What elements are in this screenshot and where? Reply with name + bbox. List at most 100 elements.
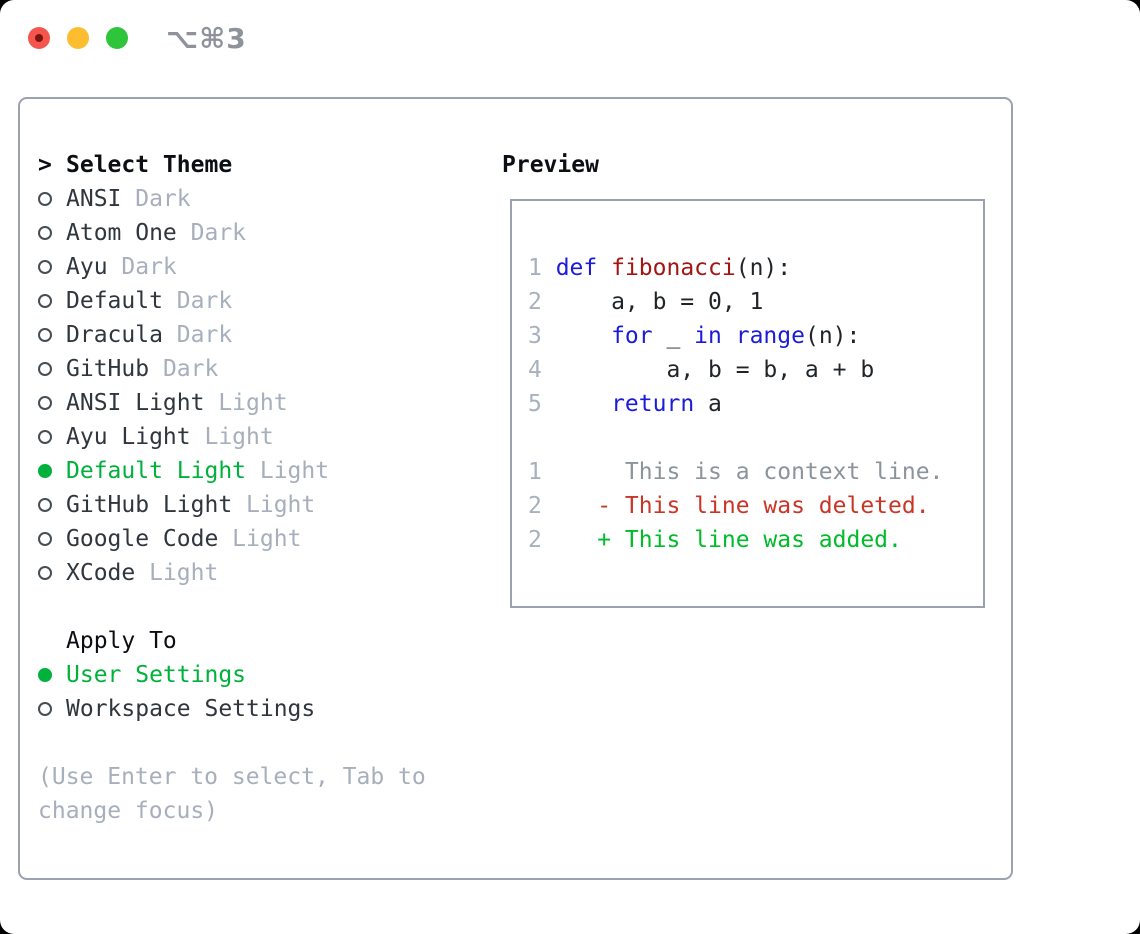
theme-name: Google Code bbox=[66, 526, 219, 552]
theme-name: GitHub Light bbox=[66, 492, 233, 518]
line-number: 4 bbox=[528, 357, 542, 383]
theme-name: Dracula bbox=[66, 322, 163, 348]
theme-option-ansi-light-light[interactable]: ANSI Light Light bbox=[38, 386, 498, 420]
code-line: 1 def fibonacci(n): bbox=[528, 251, 943, 285]
line-number: 3 bbox=[528, 323, 542, 349]
radio-icon bbox=[38, 430, 52, 444]
theme-option-default-dark[interactable]: Default Dark bbox=[38, 284, 498, 318]
maximize-button[interactable] bbox=[106, 27, 128, 49]
theme-name: ANSI bbox=[66, 186, 122, 212]
radio-selected-icon bbox=[38, 464, 52, 478]
token-del: - This line was deleted. bbox=[555, 493, 930, 519]
theme-variant-label: Light bbox=[135, 560, 219, 586]
theme-name: Default Light bbox=[66, 458, 247, 484]
token-kw: in bbox=[694, 323, 722, 349]
apply-option-label: User Settings bbox=[66, 662, 247, 688]
theme-option-default-light-light[interactable]: Default Light Light bbox=[38, 454, 498, 488]
radio-icon bbox=[38, 260, 52, 274]
diff-line-context: 1 This is a context line. bbox=[528, 455, 943, 489]
apply-option-workspace-settings[interactable]: Workspace Settings bbox=[38, 692, 498, 726]
token-plain: _ bbox=[652, 323, 695, 349]
line-number: 1 bbox=[528, 255, 542, 281]
theme-option-ayu-light-light[interactable]: Ayu Light Light bbox=[38, 420, 498, 454]
theme-variant-label: Light bbox=[232, 492, 316, 518]
theme-name: Ayu bbox=[66, 254, 108, 280]
theme-variant-label: Light bbox=[246, 458, 330, 484]
theme-name: ANSI Light bbox=[66, 390, 205, 416]
theme-option-github-dark[interactable]: GitHub Dark bbox=[38, 352, 498, 386]
token-add: + This line was added. bbox=[555, 527, 902, 553]
token-plain bbox=[597, 255, 611, 281]
token-kw: def bbox=[555, 255, 598, 281]
spacer bbox=[38, 726, 498, 760]
theme-option-atom-one-dark[interactable]: Atom One Dark bbox=[38, 216, 498, 250]
theme-option-github-light-light[interactable]: GitHub Light Light bbox=[38, 488, 498, 522]
token-ctx: This is a context line. bbox=[555, 459, 944, 485]
line-number: 1 bbox=[528, 459, 542, 485]
select-theme-header: >Select Theme bbox=[38, 148, 498, 182]
spacer bbox=[38, 590, 498, 624]
theme-variant-label: Light bbox=[190, 424, 274, 450]
theme-variant-label: Dark bbox=[149, 356, 219, 382]
hint-text: (Use Enter to select, Tab to change focu… bbox=[38, 764, 426, 824]
theme-name: GitHub bbox=[66, 356, 150, 382]
preview-header: Preview bbox=[502, 152, 599, 178]
theme-variant-label: Dark bbox=[107, 254, 177, 280]
token-plain: a, b = b, a + b bbox=[555, 357, 875, 383]
radio-icon bbox=[38, 498, 52, 512]
theme-option-google-code-light[interactable]: Google Code Light bbox=[38, 522, 498, 556]
diff-line-deleted: 2 - This line was deleted. bbox=[528, 489, 943, 523]
theme-option-ayu-dark[interactable]: Ayu Dark bbox=[38, 250, 498, 284]
token-plain: a bbox=[694, 391, 722, 417]
token-plain bbox=[556, 323, 611, 349]
window-titlebar: ⌥⌘3 bbox=[0, 0, 1140, 76]
apply-option-label: Workspace Settings bbox=[66, 696, 316, 722]
minimize-button[interactable] bbox=[67, 27, 89, 49]
theme-name: XCode bbox=[66, 560, 136, 586]
radio-icon bbox=[38, 226, 52, 240]
close-button[interactable] bbox=[28, 27, 50, 49]
code-line: 5 return a bbox=[528, 387, 943, 421]
apply-to-header: Apply To bbox=[66, 628, 177, 654]
radio-icon bbox=[38, 396, 52, 410]
token-fn: fibonacci bbox=[611, 255, 736, 281]
theme-name: Default bbox=[66, 288, 163, 314]
apply-option-user-settings[interactable]: User Settings bbox=[38, 658, 498, 692]
token-plain bbox=[556, 391, 611, 417]
theme-variant-label: Light bbox=[204, 390, 288, 416]
diff-line-added: 2 + This line was added. bbox=[528, 523, 943, 557]
code-line: 4 a, b = b, a + b bbox=[528, 353, 943, 387]
radio-icon bbox=[38, 192, 52, 206]
blank-line bbox=[528, 421, 943, 455]
theme-option-ansi-dark[interactable]: ANSI Dark bbox=[38, 182, 498, 216]
theme-option-dracula-dark[interactable]: Dracula Dark bbox=[38, 318, 498, 352]
radio-selected-icon bbox=[38, 668, 52, 682]
token-kw: range bbox=[735, 323, 805, 349]
radio-icon bbox=[38, 566, 52, 580]
unsaved-dot-icon bbox=[35, 34, 43, 42]
token-kw: for bbox=[611, 323, 653, 349]
theme-variant-label: Light bbox=[218, 526, 302, 552]
theme-name: Ayu Light bbox=[66, 424, 191, 450]
prompt-caret-icon: > bbox=[38, 152, 52, 178]
token-plain: (n): bbox=[735, 255, 792, 281]
radio-icon bbox=[38, 532, 52, 546]
code-line: 3 for _ in range(n): bbox=[528, 319, 943, 353]
theme-option-xcode-light[interactable]: XCode Light bbox=[38, 556, 498, 590]
radio-icon bbox=[38, 294, 52, 308]
token-kw: return bbox=[611, 391, 695, 417]
theme-variant-label: Dark bbox=[162, 322, 233, 348]
token-plain: a, b = 0, 1 bbox=[555, 289, 764, 315]
token-plain: (n): bbox=[804, 323, 861, 349]
radio-icon bbox=[38, 702, 52, 716]
line-number: 5 bbox=[528, 391, 542, 417]
theme-variant-label: Dark bbox=[162, 288, 233, 314]
